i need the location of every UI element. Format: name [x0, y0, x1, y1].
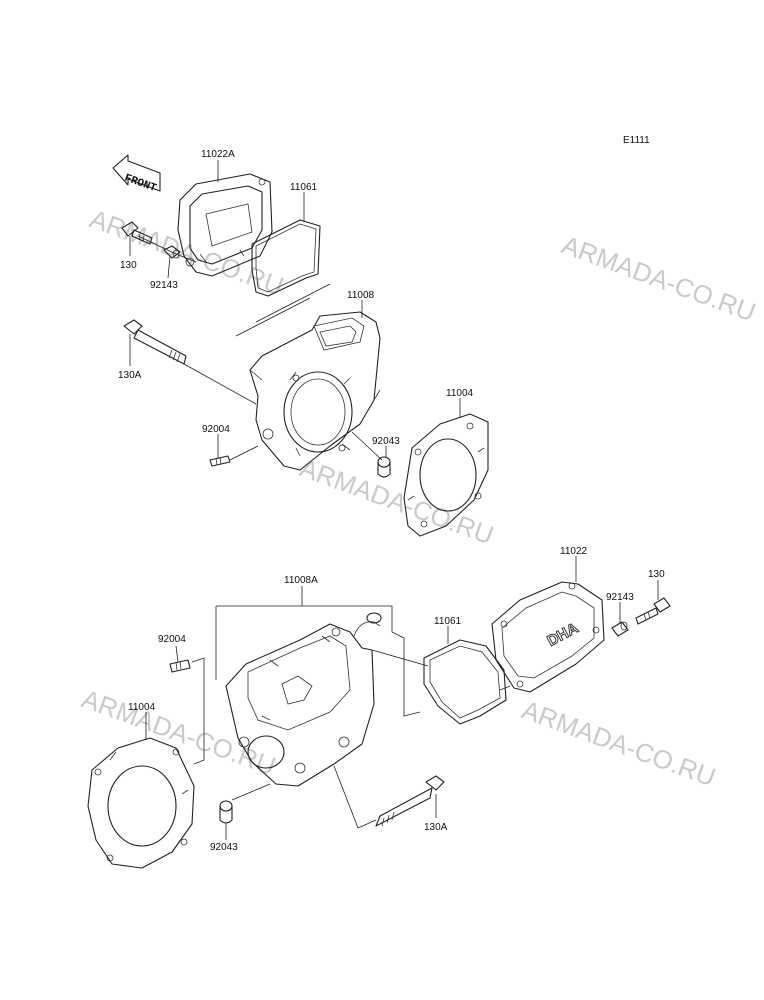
collar-92143-lower: [611, 621, 629, 637]
label-11022A: 11022A: [201, 149, 235, 160]
stud-92004-lower: [169, 659, 191, 673]
leader-lines: [129, 160, 659, 840]
label-11004-lower: 11004: [128, 702, 156, 713]
label-130-upper: 130: [120, 260, 137, 271]
diagram-code: E1111: [623, 135, 650, 146]
label-130-lower: 130: [648, 569, 665, 580]
dowel-92043-lower: [219, 800, 233, 824]
cylinder-11008: [249, 311, 381, 471]
label-92004-lower: 92004: [158, 634, 186, 645]
part-labels: 11022A 11061 130 92143 11008 130A 11004 …: [118, 149, 665, 853]
cover-gasket-upper: [251, 219, 321, 297]
watermark-5: ARMADA-CO.RU: [518, 694, 720, 792]
label-92043-lower: 92043: [210, 842, 238, 853]
lower-guide-lines: [191, 605, 511, 829]
rocker-cover-lower: DHA: [491, 581, 605, 693]
label-130A-upper: 130A: [118, 370, 142, 381]
bolt-130A-upper: [123, 319, 187, 365]
head-gasket-lower: [87, 737, 195, 869]
label-92143-lower: 92143: [606, 592, 634, 603]
bolt-130A-lower: [375, 775, 445, 827]
label-11061-upper: 11061: [290, 182, 318, 193]
cover-gasket-lower: [423, 639, 507, 725]
label-11008A: 11008A: [284, 575, 318, 586]
label-92043-upper: 92043: [372, 436, 400, 447]
bolt-130-lower: [635, 597, 671, 625]
stud-92004-upper: [209, 455, 231, 467]
collar-92143-upper: [163, 245, 181, 259]
watermark-4: ARMADA-CO.RU: [78, 683, 280, 781]
front-arrow-label: FRONT: [123, 172, 158, 195]
upper-guide-lines: [137, 235, 383, 461]
watermark-1: ARMADA-CO.RU: [86, 203, 288, 301]
label-11022: 11022: [560, 546, 588, 557]
front-arrow-icon: FRONT: [112, 154, 161, 195]
cylinder-head-11008A: [225, 612, 382, 787]
label-11004-upper: 11004: [446, 388, 474, 399]
rocker-cover-upper: [177, 173, 273, 277]
label-92143-upper: 92143: [150, 280, 178, 291]
cover-emblem: DHA: [544, 620, 581, 650]
watermark-2: ARMADA-CO.RU: [558, 229, 760, 327]
label-11061-lower: 11061: [434, 616, 462, 627]
label-130A-lower: 130A: [424, 822, 448, 833]
label-11008: 11008: [347, 290, 375, 301]
label-92004-upper: 92004: [202, 424, 230, 435]
watermarks: ARMADA-CO.RU ARMADA-CO.RU ARMADA-CO.RU A…: [78, 203, 760, 792]
dowel-92043-upper: [377, 456, 391, 478]
